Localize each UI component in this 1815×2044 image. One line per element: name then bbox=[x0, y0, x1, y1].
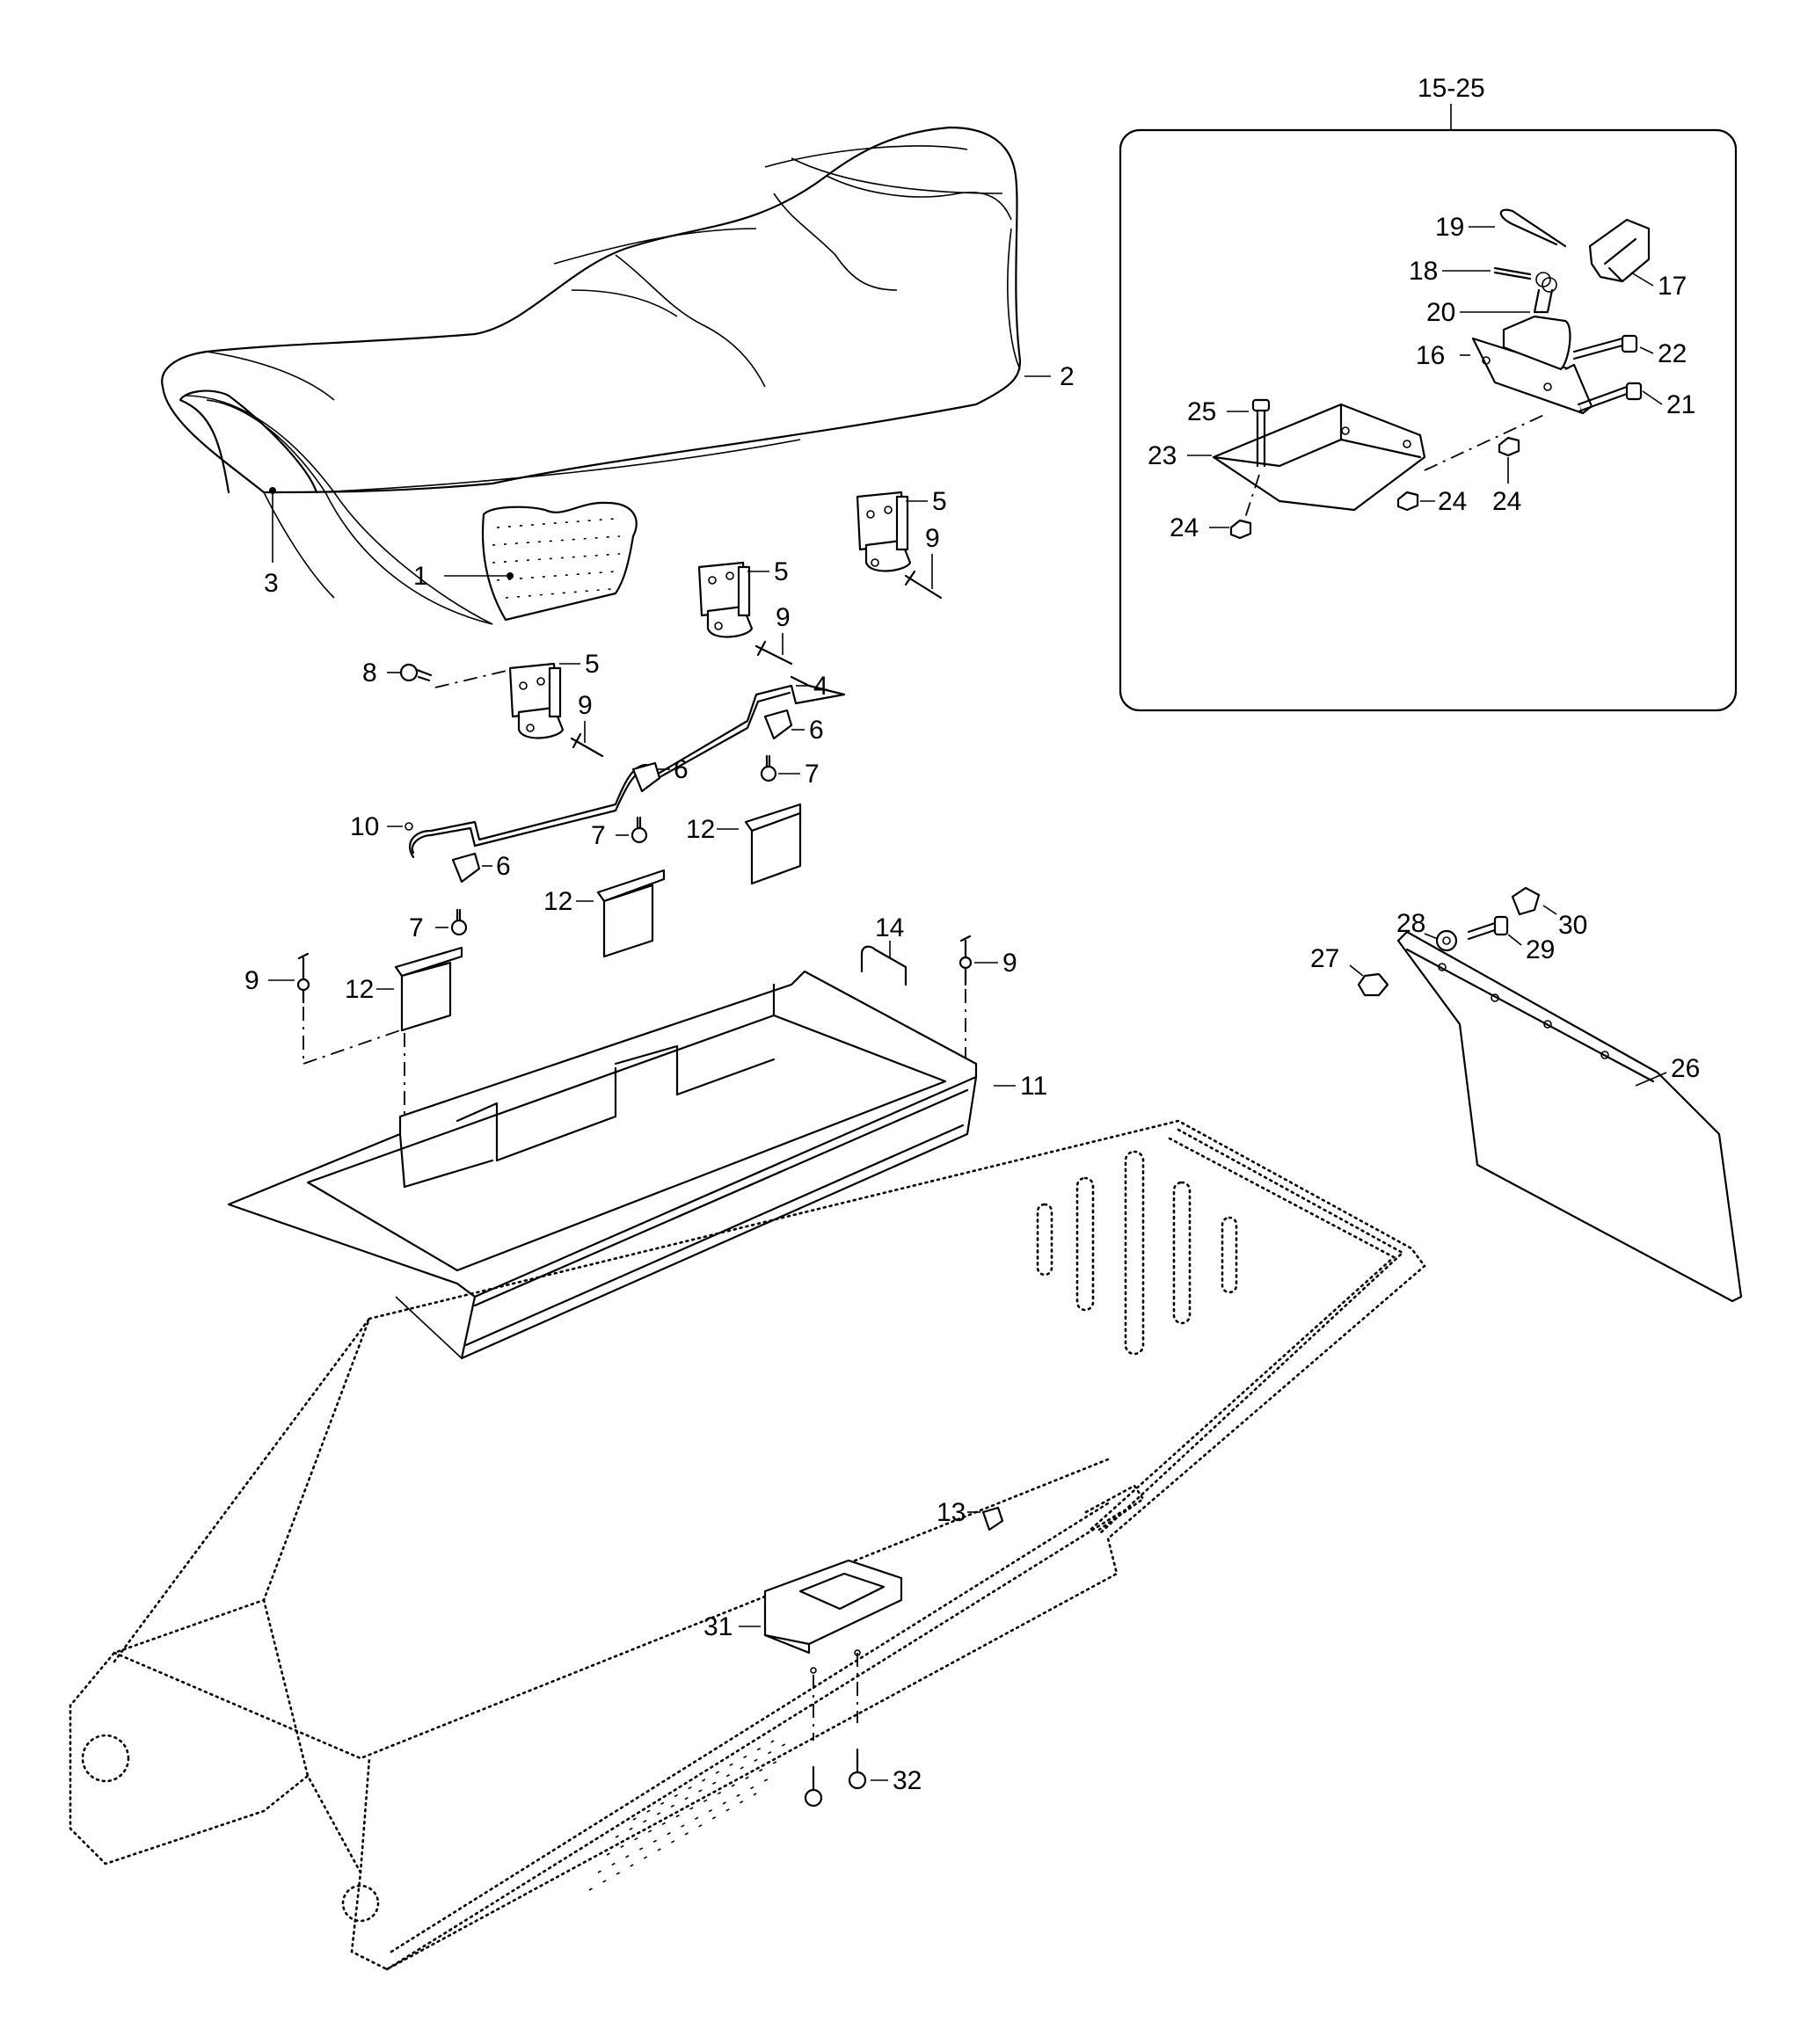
callout-17: 17 bbox=[1658, 272, 1687, 301]
callout-16: 16 bbox=[1416, 341, 1445, 370]
callout-13: 13 bbox=[937, 1498, 966, 1527]
callout-6b: 6 bbox=[674, 755, 689, 784]
callout-9c: 9 bbox=[578, 691, 593, 720]
latch-assembly bbox=[1212, 208, 1651, 540]
callout-19: 19 bbox=[1435, 213, 1464, 242]
callout-5b: 5 bbox=[774, 557, 789, 586]
callout-32: 32 bbox=[893, 1766, 922, 1795]
callout-8: 8 bbox=[362, 658, 377, 687]
callout-24a: 24 bbox=[1170, 513, 1199, 542]
pins bbox=[570, 570, 943, 758]
callout-29: 29 bbox=[1526, 935, 1555, 964]
callout-12c: 12 bbox=[345, 975, 374, 1004]
callout-9e: 9 bbox=[1002, 949, 1017, 978]
callout-3: 3 bbox=[264, 569, 279, 598]
detail-inset-frame bbox=[1119, 128, 1738, 712]
callout-22: 22 bbox=[1658, 339, 1687, 368]
clip-6 bbox=[451, 709, 793, 884]
wire-hook-14 bbox=[860, 945, 908, 986]
callout-1: 1 bbox=[413, 562, 428, 591]
mud-flap-26 bbox=[1396, 930, 1743, 1303]
pins-9-vertical bbox=[296, 935, 973, 1004]
callout-9b: 9 bbox=[776, 603, 791, 632]
brackets-12 bbox=[394, 803, 802, 1032]
callout-31: 31 bbox=[703, 1612, 733, 1641]
seat-base-patch bbox=[481, 501, 638, 622]
callout-12b: 12 bbox=[543, 887, 572, 916]
callout-30: 30 bbox=[1558, 911, 1587, 940]
hinge-right bbox=[856, 491, 912, 572]
callout-23: 23 bbox=[1148, 441, 1177, 470]
callout-24b: 24 bbox=[1438, 487, 1467, 516]
callout-20: 20 bbox=[1426, 298, 1455, 327]
callout-6a: 6 bbox=[809, 716, 824, 745]
hardware-27-30 bbox=[1357, 886, 1541, 997]
callout-7b: 7 bbox=[591, 821, 606, 850]
callout-4: 4 bbox=[813, 672, 828, 701]
callout-25: 25 bbox=[1187, 397, 1216, 426]
callout-28: 28 bbox=[1396, 909, 1425, 938]
callout-14: 14 bbox=[875, 913, 904, 942]
callout-21: 21 bbox=[1666, 390, 1695, 419]
callout-7c: 7 bbox=[409, 913, 424, 942]
callout-5a: 5 bbox=[932, 487, 947, 516]
callout-6c: 6 bbox=[496, 852, 511, 881]
hinge-left bbox=[508, 662, 565, 739]
storage-tray bbox=[227, 970, 978, 1360]
rear-tunnel-frame bbox=[69, 1119, 1426, 1971]
hinge-middle bbox=[697, 561, 754, 638]
callout-15-25: 15-25 bbox=[1418, 74, 1485, 103]
seat-cover bbox=[161, 126, 1022, 625]
callout-18: 18 bbox=[1409, 257, 1438, 286]
screw-8 bbox=[399, 663, 433, 682]
callout-9d: 9 bbox=[244, 966, 259, 995]
callout-7a: 7 bbox=[805, 760, 820, 789]
callout-5c: 5 bbox=[585, 650, 600, 679]
callout-10: 10 bbox=[350, 812, 379, 841]
screw-7 bbox=[450, 754, 777, 936]
callout-9a: 9 bbox=[925, 524, 940, 553]
callout-12a: 12 bbox=[686, 815, 715, 844]
callout-labels: 1 2 3 4 5 5 5 6 6 6 7 7 7 8 9 9 9 9 9 10… bbox=[244, 74, 1700, 1795]
callout-24c: 24 bbox=[1492, 487, 1521, 516]
callout-11: 11 bbox=[1020, 1072, 1047, 1101]
nut-13 bbox=[981, 1506, 1004, 1531]
callout-27: 27 bbox=[1310, 944, 1339, 973]
callout-2: 2 bbox=[1060, 362, 1075, 391]
callout-26: 26 bbox=[1671, 1054, 1700, 1083]
latch-plate-31 bbox=[763, 1559, 903, 1655]
screws-32 bbox=[804, 1649, 867, 1808]
